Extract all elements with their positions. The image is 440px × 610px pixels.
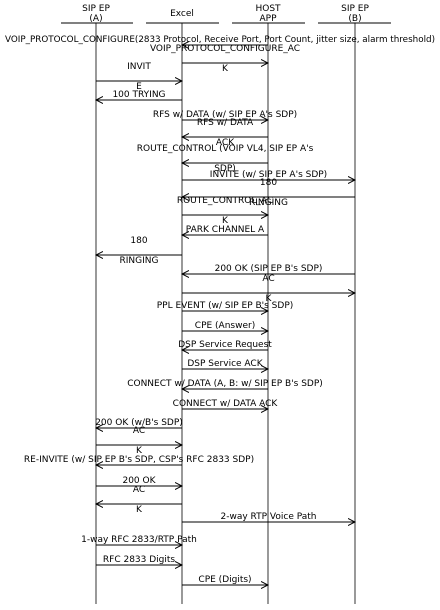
participant-sip-ep-b-line1: SIP EP xyxy=(341,4,369,14)
participant-sip-ep-a-line2: (A) xyxy=(89,14,102,24)
message-label: 1-way RFC 2833/RTP Path xyxy=(81,535,197,545)
message-23: 200 OK xyxy=(96,476,182,486)
message-label: CONNECT w/ DATA (A, B: w/ SIP EP B's SDP… xyxy=(127,379,323,389)
message-label: CONNECT w/ DATA ACK xyxy=(173,399,279,409)
message-label: DSP Service ACK xyxy=(187,359,263,369)
message-label: K xyxy=(266,294,273,304)
message-label: VOIP_PROTOCOL_CONFIGURE_AC xyxy=(150,44,300,54)
message-22: RE-INVITE (w/ SIP EP B's SDP, CSP's RFC … xyxy=(24,455,254,465)
message-0: VOIP_PROTOCOL_CONFIGURE(2833 Protocol, R… xyxy=(5,35,435,45)
message-label: CPE (Digits) xyxy=(198,575,251,585)
message-28: CPE (Digits) xyxy=(182,575,268,585)
message-label: AC xyxy=(262,274,274,284)
message-4: RFS w/ DATA (w/ SIP EP A's SDP) xyxy=(153,110,297,120)
messages: VOIP_PROTOCOL_CONFIGURE(2833 Protocol, R… xyxy=(5,35,435,585)
message-label: SDP) xyxy=(214,164,236,174)
message-14: PPL EVENT (w/ SIP EP B's SDP) xyxy=(157,301,294,311)
message-label: RE-INVITE (w/ SIP EP B's SDP, CSP's RFC … xyxy=(24,455,254,465)
message-2: INVIT E xyxy=(96,62,182,92)
message-16: DSP Service Request xyxy=(178,340,272,350)
message-3: 100 TRYING xyxy=(96,90,182,100)
message-12: 200 OK (SIP EP B's SDP) xyxy=(182,264,355,274)
message-18: CONNECT w/ DATA (A, B: w/ SIP EP B's SDP… xyxy=(127,379,323,389)
message-label: 200 OK (w/B's SDP) xyxy=(95,418,183,428)
message-label: 180 xyxy=(260,178,277,188)
message-label: RFS w/ DATA (w/ SIP EP A's SDP) xyxy=(153,110,297,120)
message-label: 180 xyxy=(130,236,147,246)
message-9: ROUTE_CONTROL_AC K xyxy=(177,196,273,226)
participant-host-app-line2: APP xyxy=(259,14,277,24)
message-label: RINGING xyxy=(120,256,159,266)
message-26: 1-way RFC 2833/RTP Path xyxy=(81,535,197,545)
message-label: K xyxy=(222,216,229,226)
message-19: CONNECT w/ DATA ACK xyxy=(173,399,279,409)
message-label: K xyxy=(222,64,229,74)
message-label: PPL EVENT (w/ SIP EP B's SDP) xyxy=(157,301,294,311)
message-5: RFS w/ DATA ACK xyxy=(182,118,268,148)
message-label: 100 TRYING xyxy=(112,90,165,100)
message-label: RFC 2833 Digits xyxy=(103,555,176,565)
message-label: RINGING xyxy=(249,198,288,208)
message-label: AC xyxy=(133,485,145,495)
message-24: AC K xyxy=(96,485,182,515)
participant-excel: Excel xyxy=(146,9,219,24)
message-label: AC xyxy=(133,426,145,436)
message-20: 200 OK (w/B's SDP) xyxy=(95,418,183,428)
message-label: 2-way RTP Voice Path xyxy=(220,512,316,522)
message-label: DSP Service Request xyxy=(178,340,272,350)
message-label: CPE (Answer) xyxy=(195,321,255,331)
message-label: PARK CHANNEL A xyxy=(186,225,265,235)
message-label: RFS w/ DATA xyxy=(197,118,254,128)
message-13: AC K xyxy=(182,274,355,304)
message-label: 200 OK xyxy=(122,476,156,486)
message-label: ROUTE_CONTROL_AC xyxy=(177,196,273,206)
message-17: DSP Service ACK xyxy=(182,359,268,369)
message-label: INVIT xyxy=(127,62,151,72)
participant-sip-ep-b: SIP EP (B) xyxy=(318,4,391,24)
participant-excel-line1: Excel xyxy=(170,9,194,19)
message-label: ACK xyxy=(216,138,235,148)
message-label: VOIP_PROTOCOL_CONFIGURE(2833 Protocol, R… xyxy=(5,35,435,45)
message-7: INVITE (w/ SIP EP A's SDP) xyxy=(182,170,355,180)
message-1: VOIP_PROTOCOL_CONFIGURE_AC K xyxy=(150,44,300,74)
participant-host-app-line1: HOST xyxy=(255,4,281,14)
participant-host-app: HOST APP xyxy=(232,4,305,24)
message-label: ROUTE_CONTROL (VOIP VL4, SIP EP A's xyxy=(137,144,314,154)
message-15: CPE (Answer) xyxy=(182,321,268,331)
message-label: K xyxy=(136,446,143,456)
participant-sip-ep-a-line1: SIP EP xyxy=(82,4,110,14)
participant-sip-ep-a: SIP EP (A) xyxy=(61,4,133,24)
message-label: E xyxy=(136,82,142,92)
message-27: RFC 2833 Digits xyxy=(96,555,182,565)
message-10: PARK CHANNEL A xyxy=(182,225,268,235)
message-label: INVITE (w/ SIP EP A's SDP) xyxy=(210,170,327,180)
message-label: 200 OK (SIP EP B's SDP) xyxy=(215,264,323,274)
participant-sip-ep-b-line2: (B) xyxy=(348,14,361,24)
message-21: AC K xyxy=(96,426,182,456)
message-label: K xyxy=(136,505,143,515)
message-25: 2-way RTP Voice Path xyxy=(182,512,355,522)
